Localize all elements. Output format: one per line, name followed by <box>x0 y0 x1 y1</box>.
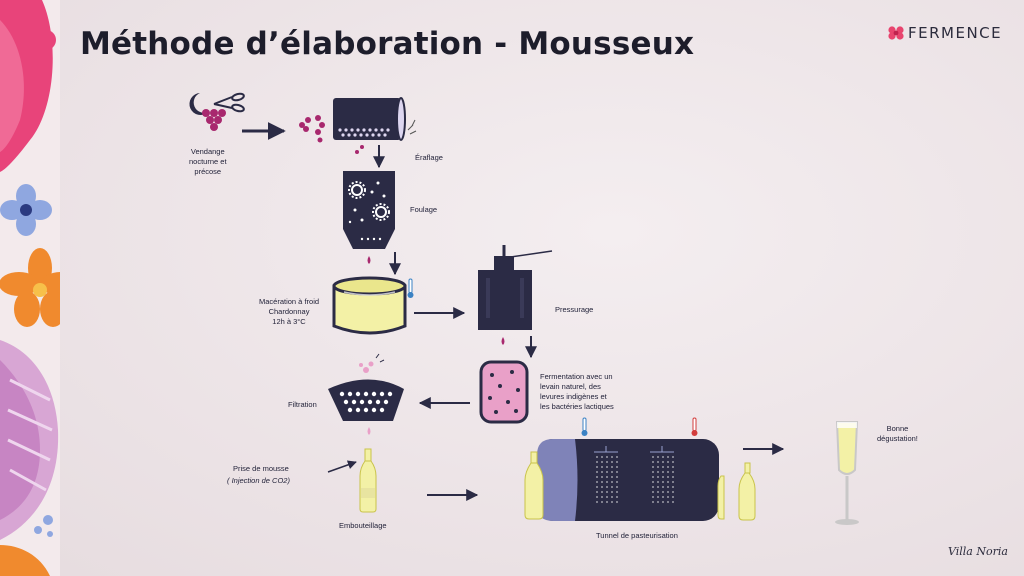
step-label-embouteillage: Embouteillage <box>339 521 387 530</box>
bottle-icon <box>359 448 377 513</box>
harvest-icon-group <box>189 92 245 131</box>
crusher-machine <box>343 171 395 249</box>
step-label-pressurage: Pressurage <box>555 305 594 314</box>
step-label-maceration: Macération à froid Chardonnay 12h à 3°C <box>259 297 320 326</box>
step-label-foulage: Foulage <box>410 205 438 214</box>
maceration-vat <box>332 276 407 335</box>
moon-icon <box>189 93 208 115</box>
thermometer-icon <box>407 278 414 298</box>
signature: Villa Noria <box>948 545 1008 558</box>
step-label-vendange: Vendange nocturne et précose <box>189 147 227 176</box>
fermentation-tank <box>479 360 529 424</box>
step-label-prise-de-mousse: Prise de mousse <box>233 464 289 473</box>
thermometer-icon <box>691 417 698 436</box>
brand-name: FERMENCE <box>908 24 1003 42</box>
destemmer-machine <box>333 97 417 141</box>
step-label-eraflage: Éraflage <box>415 153 443 162</box>
juice-drop <box>367 427 371 435</box>
step-label-fermentation: Fermentation avec un levain naturel, des… <box>540 372 614 411</box>
grape-icon <box>202 109 226 131</box>
thermometer-icon <box>581 417 588 436</box>
grape-icon <box>299 115 364 154</box>
page-title: Méthode d’élaboration - Mousseux <box>80 26 695 62</box>
juice-drop <box>501 337 505 345</box>
gear-icon <box>348 181 390 221</box>
bottle-icon <box>738 462 756 521</box>
floral-sidebar <box>0 0 60 576</box>
step-label-filtration: Filtration <box>288 400 317 409</box>
flower-logo-icon <box>888 26 904 40</box>
pruning-shears-icon <box>213 92 245 113</box>
bottle-icon <box>524 451 544 520</box>
step-label-injection: ( Injection de CO2) <box>227 476 290 486</box>
step-label-tunnel: Tunnel de pasteurisation <box>596 531 678 540</box>
brand-logo: FERMENCE <box>888 24 1002 42</box>
step-label-degustation: Bonne dégustation! <box>877 424 918 443</box>
bottle-icon <box>717 475 725 520</box>
champagne-glass-icon <box>835 421 859 525</box>
juice-drop <box>367 256 371 264</box>
wine-press <box>478 245 553 330</box>
filter-funnel <box>328 353 404 421</box>
pasteurisation-tunnel <box>537 439 719 521</box>
injection-note: ( Injection de CO2) <box>227 476 290 485</box>
